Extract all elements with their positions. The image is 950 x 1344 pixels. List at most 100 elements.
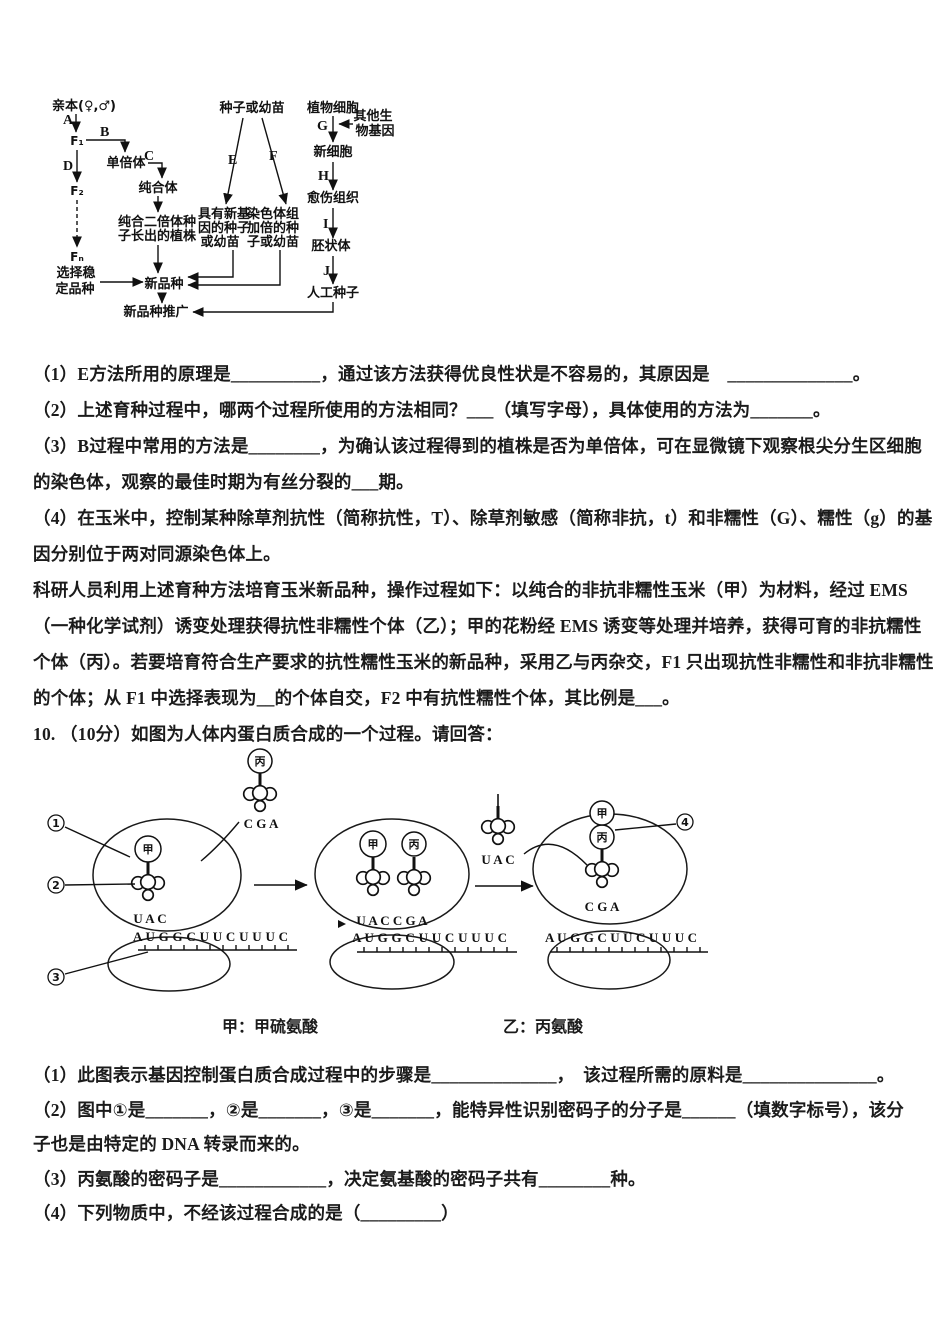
text-line: （3）丙氨酸的密码子是____________，决定氨基酸的密码子共有_____… bbox=[33, 1168, 646, 1189]
label-E: E bbox=[228, 153, 237, 168]
ribosome-outlines bbox=[92, 813, 688, 992]
amino-acid-bing: 丙 bbox=[409, 838, 420, 851]
label-G: G bbox=[317, 119, 328, 134]
label-C: C bbox=[144, 149, 154, 164]
trna-icon bbox=[242, 771, 278, 813]
node-promotion: 新品种推广 bbox=[123, 304, 188, 320]
ribosome-small-subunit bbox=[329, 934, 455, 990]
node-plant-cell: 植物细胞 bbox=[306, 100, 359, 116]
node-doubled-3: 子或幼苗 bbox=[247, 234, 299, 250]
amino-acid-bing: 丙 bbox=[255, 755, 266, 768]
text-line: （4）在玉米中，控制某种除草剂抗性（简称抗性，T）、除草剂敏感（简称非抗，t）和… bbox=[33, 508, 933, 528]
label-D: D bbox=[63, 159, 73, 174]
mrna-strand bbox=[357, 947, 517, 953]
text-line: （3）B过程中常用的方法是________，为确认该过程得到的植株是否为单倍体，… bbox=[33, 436, 922, 456]
svg-text:4: 4 bbox=[681, 816, 689, 829]
question-10-block: （1）此图表示基因控制蛋白质合成过程中的步骤是______________， 该… bbox=[33, 1058, 930, 1231]
amino-acid-jia: 甲 bbox=[368, 838, 379, 851]
question-10-heading: 10. （10分）如图为人体内蛋白质合成的一个过程。请回答： bbox=[33, 724, 503, 744]
amino-acid-bing: 丙 bbox=[597, 831, 608, 844]
text-line: 因分别位于两对同源染色体上。 bbox=[33, 544, 281, 564]
flowchart-arrows bbox=[71, 114, 353, 317]
node-new-gene-2: 因的种子 bbox=[198, 220, 250, 236]
svg-text:1: 1 bbox=[52, 817, 60, 830]
label-H: H bbox=[318, 169, 329, 184]
node-fn: Fₙ bbox=[70, 250, 84, 264]
label-I: I bbox=[323, 217, 328, 232]
amino-acid-circle bbox=[359, 830, 387, 858]
trna-icon bbox=[396, 855, 432, 897]
node-pure-diploid-1: 纯合二倍体种 bbox=[118, 214, 196, 230]
amino-acid-circle bbox=[589, 800, 615, 826]
text-line: 子也是由特定的 DNA 转录而来的。 bbox=[33, 1134, 310, 1154]
node-embryoid: 胚状体 bbox=[311, 238, 351, 254]
callout-2: 2 bbox=[47, 876, 136, 894]
ribosome-large-subunit bbox=[92, 818, 242, 932]
node-seed-seedling: 种子或幼苗 bbox=[218, 100, 284, 116]
node-haploid: 单倍体 bbox=[106, 155, 146, 171]
text-line: 个体（丙）。若要培育符合生产要求的抗性糯性玉米的新品种，采用乙与丙杂交，F1 只… bbox=[33, 652, 934, 672]
released-trna-icon bbox=[480, 804, 516, 846]
anticodon-uaccga: U A C C G A bbox=[356, 913, 428, 928]
ribosome-large-subunit bbox=[314, 818, 470, 930]
pointer-curve bbox=[523, 843, 588, 866]
mrna-sequence: A U G G C U U C U U U C bbox=[352, 930, 507, 945]
callout-1: 1 bbox=[47, 814, 131, 858]
node-parent: 亲本(♀,♂) bbox=[52, 98, 116, 114]
mrna-sequence: A U G G C U U C U U U C bbox=[133, 929, 288, 944]
diagram-caption-right: 乙：丙氨酸 bbox=[503, 1019, 584, 1036]
trna-icon bbox=[355, 855, 391, 897]
node-select-2: 定品种 bbox=[54, 281, 94, 297]
breeding-flowchart: 亲本(♀,♂) A F₁ B D F₂ Fₙ 选择稳 定品种 单倍体 C 纯合体… bbox=[52, 98, 395, 320]
label-B: B bbox=[100, 125, 109, 140]
amino-acid-circle bbox=[134, 835, 162, 863]
text-line: （4）下列物质中，不经该过程合成的是（_________） bbox=[33, 1203, 459, 1223]
movement-arrowhead bbox=[338, 920, 346, 928]
question-9-block: （1）E方法所用的原理是__________，通过该方法获得优良性状是不容易的，… bbox=[33, 356, 934, 752]
text-line: 科研人员利用上述育种方法培育玉米新品种，操作过程如下：以纯合的非抗非糯性玉米（甲… bbox=[33, 580, 908, 600]
mrna-strand bbox=[138, 945, 297, 951]
text-line: （一种化学试剂）诱变处理获得抗性非糯性个体（乙）；甲的花粉经 EMS 诱变等处理… bbox=[33, 616, 922, 636]
pointer-curve bbox=[200, 821, 240, 862]
amino-acid-jia: 甲 bbox=[597, 807, 608, 820]
node-doubled-1: 染色体组 bbox=[246, 206, 299, 222]
translation-diagram: 甲 U A C A U G G C U U C U U U C 丙 C G A … bbox=[47, 748, 708, 992]
amino-acid-circle bbox=[401, 831, 427, 857]
node-f2: F₂ bbox=[70, 184, 83, 198]
text-line: （2）上述育种过程中，哪两个过程所使用的方法相同？___（填写字母），具体使用的… bbox=[33, 400, 831, 420]
text-line: 的个体；从 F1 中选择表现为__的个体自交，F2 中有抗性糯性个体，其比例是_… bbox=[33, 688, 680, 708]
trna-icon bbox=[584, 847, 620, 889]
node-f1: F₁ bbox=[70, 134, 83, 148]
node-other-gene-1: 其他生 bbox=[353, 108, 392, 124]
node-doubled-2: 加倍的种 bbox=[246, 220, 299, 236]
diagram-caption-left: 甲：甲硫氨酸 bbox=[222, 1019, 319, 1036]
text-line: （1）E方法所用的原理是__________，通过该方法获得优良性状是不容易的，… bbox=[33, 364, 871, 384]
callout-4: 4 bbox=[614, 813, 694, 831]
anticodon-uac: U A C bbox=[133, 911, 166, 926]
ribosome-small-subunit bbox=[107, 936, 231, 992]
svg-text:3: 3 bbox=[52, 971, 60, 984]
trna-icon bbox=[130, 860, 166, 902]
text-line: 的染色体，观察的最佳时期为有丝分裂的___期。 bbox=[33, 472, 414, 492]
amino-acid-circle bbox=[247, 748, 273, 774]
node-other-gene-2: 物基因 bbox=[355, 123, 394, 139]
ribosome-small-subunit bbox=[547, 930, 671, 990]
text-line: （2）图中①是_______，②是_______，③是_______，能特异性识… bbox=[33, 1099, 904, 1120]
text-line: （1）此图表示基因控制蛋白质合成过程中的步骤是______________， 该… bbox=[33, 1065, 895, 1085]
node-callus: 愈伤组织 bbox=[306, 190, 359, 206]
amino-acid-jia: 甲 bbox=[143, 843, 154, 856]
label-A: A bbox=[63, 113, 74, 128]
node-new-variety: 新品种 bbox=[144, 276, 183, 292]
anticodon-cga: C G A bbox=[585, 899, 620, 914]
node-select-1: 选择稳 bbox=[56, 265, 95, 281]
mrna-strand bbox=[550, 947, 708, 953]
svg-text:2: 2 bbox=[52, 879, 60, 892]
released-anticodon-uac: U A C bbox=[481, 852, 514, 867]
anticodon-cga: C G A bbox=[244, 816, 279, 831]
label-J: J bbox=[323, 264, 330, 279]
node-homozygote: 纯合体 bbox=[138, 180, 178, 196]
callout-3: 3 bbox=[47, 951, 149, 986]
node-new-cell: 新细胞 bbox=[313, 144, 352, 160]
node-new-gene-1: 具有新基 bbox=[198, 206, 251, 222]
